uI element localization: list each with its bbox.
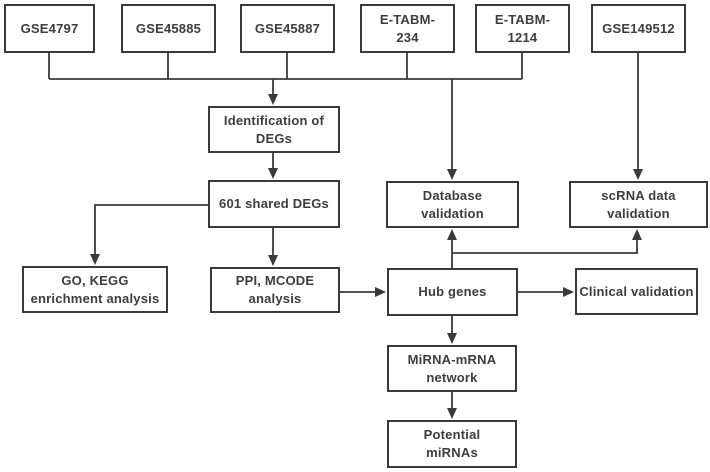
node-scrna-data-validation-label: scRNA data validation <box>601 187 676 221</box>
node-e-tabm-1214-label: E-TABM- 1214 <box>494 11 551 45</box>
node-ppi-mcode-analysis: PPI, MCODE analysis <box>210 267 340 313</box>
node-go-kegg-enrichment-label: GO, KEGG enrichment analysis <box>30 272 160 306</box>
node-gse45887: GSE45887 <box>240 4 335 53</box>
node-gse45887-label: GSE45887 <box>254 20 321 36</box>
node-scrna-data-validation: scRNA data validation <box>569 181 708 228</box>
node-go-kegg-enrichment: GO, KEGG enrichment analysis <box>22 266 168 313</box>
node-identification-of-degs: Identification of DEGs <box>208 106 340 153</box>
node-potential-mirnas: Potential miRNAs <box>387 420 517 468</box>
node-hub-genes: Hub genes <box>387 268 518 316</box>
node-e-tabm-1214: E-TABM- 1214 <box>475 4 570 53</box>
node-gse4797: GSE4797 <box>4 4 95 53</box>
node-601-shared-degs: 601 shared DEGs <box>208 180 340 228</box>
node-identification-of-degs-label: Identification of DEGs <box>223 112 325 146</box>
node-potential-mirnas-label: Potential miRNAs <box>423 427 481 460</box>
node-database-validation: Database validation <box>386 181 519 228</box>
node-gse45885-label: GSE45885 <box>135 20 202 36</box>
node-clinical-validation: Clinical validation <box>575 268 698 315</box>
node-ppi-mcode-analysis-label: PPI, MCODE analysis <box>235 273 315 306</box>
node-e-tabm-234: E-TABM- 234 <box>360 4 455 53</box>
node-gse45885: GSE45885 <box>121 4 216 53</box>
node-gse4797-label: GSE4797 <box>20 20 79 36</box>
node-database-validation-label: Database validation <box>421 187 484 221</box>
node-mirna-mrna-network-label: MiRNA-mRNA network <box>407 351 497 385</box>
node-gse149512: GSE149512 <box>591 4 686 53</box>
node-mirna-mrna-network: MiRNA-mRNA network <box>387 345 517 392</box>
node-gse149512-label: GSE149512 <box>602 20 675 36</box>
node-hub-genes-label: Hub genes <box>418 284 487 300</box>
node-clinical-validation-label: Clinical validation <box>579 283 694 299</box>
node-601-shared-degs-label: 601 shared DEGs <box>219 196 329 212</box>
node-e-tabm-234-label: E-TABM- 234 <box>379 11 436 45</box>
